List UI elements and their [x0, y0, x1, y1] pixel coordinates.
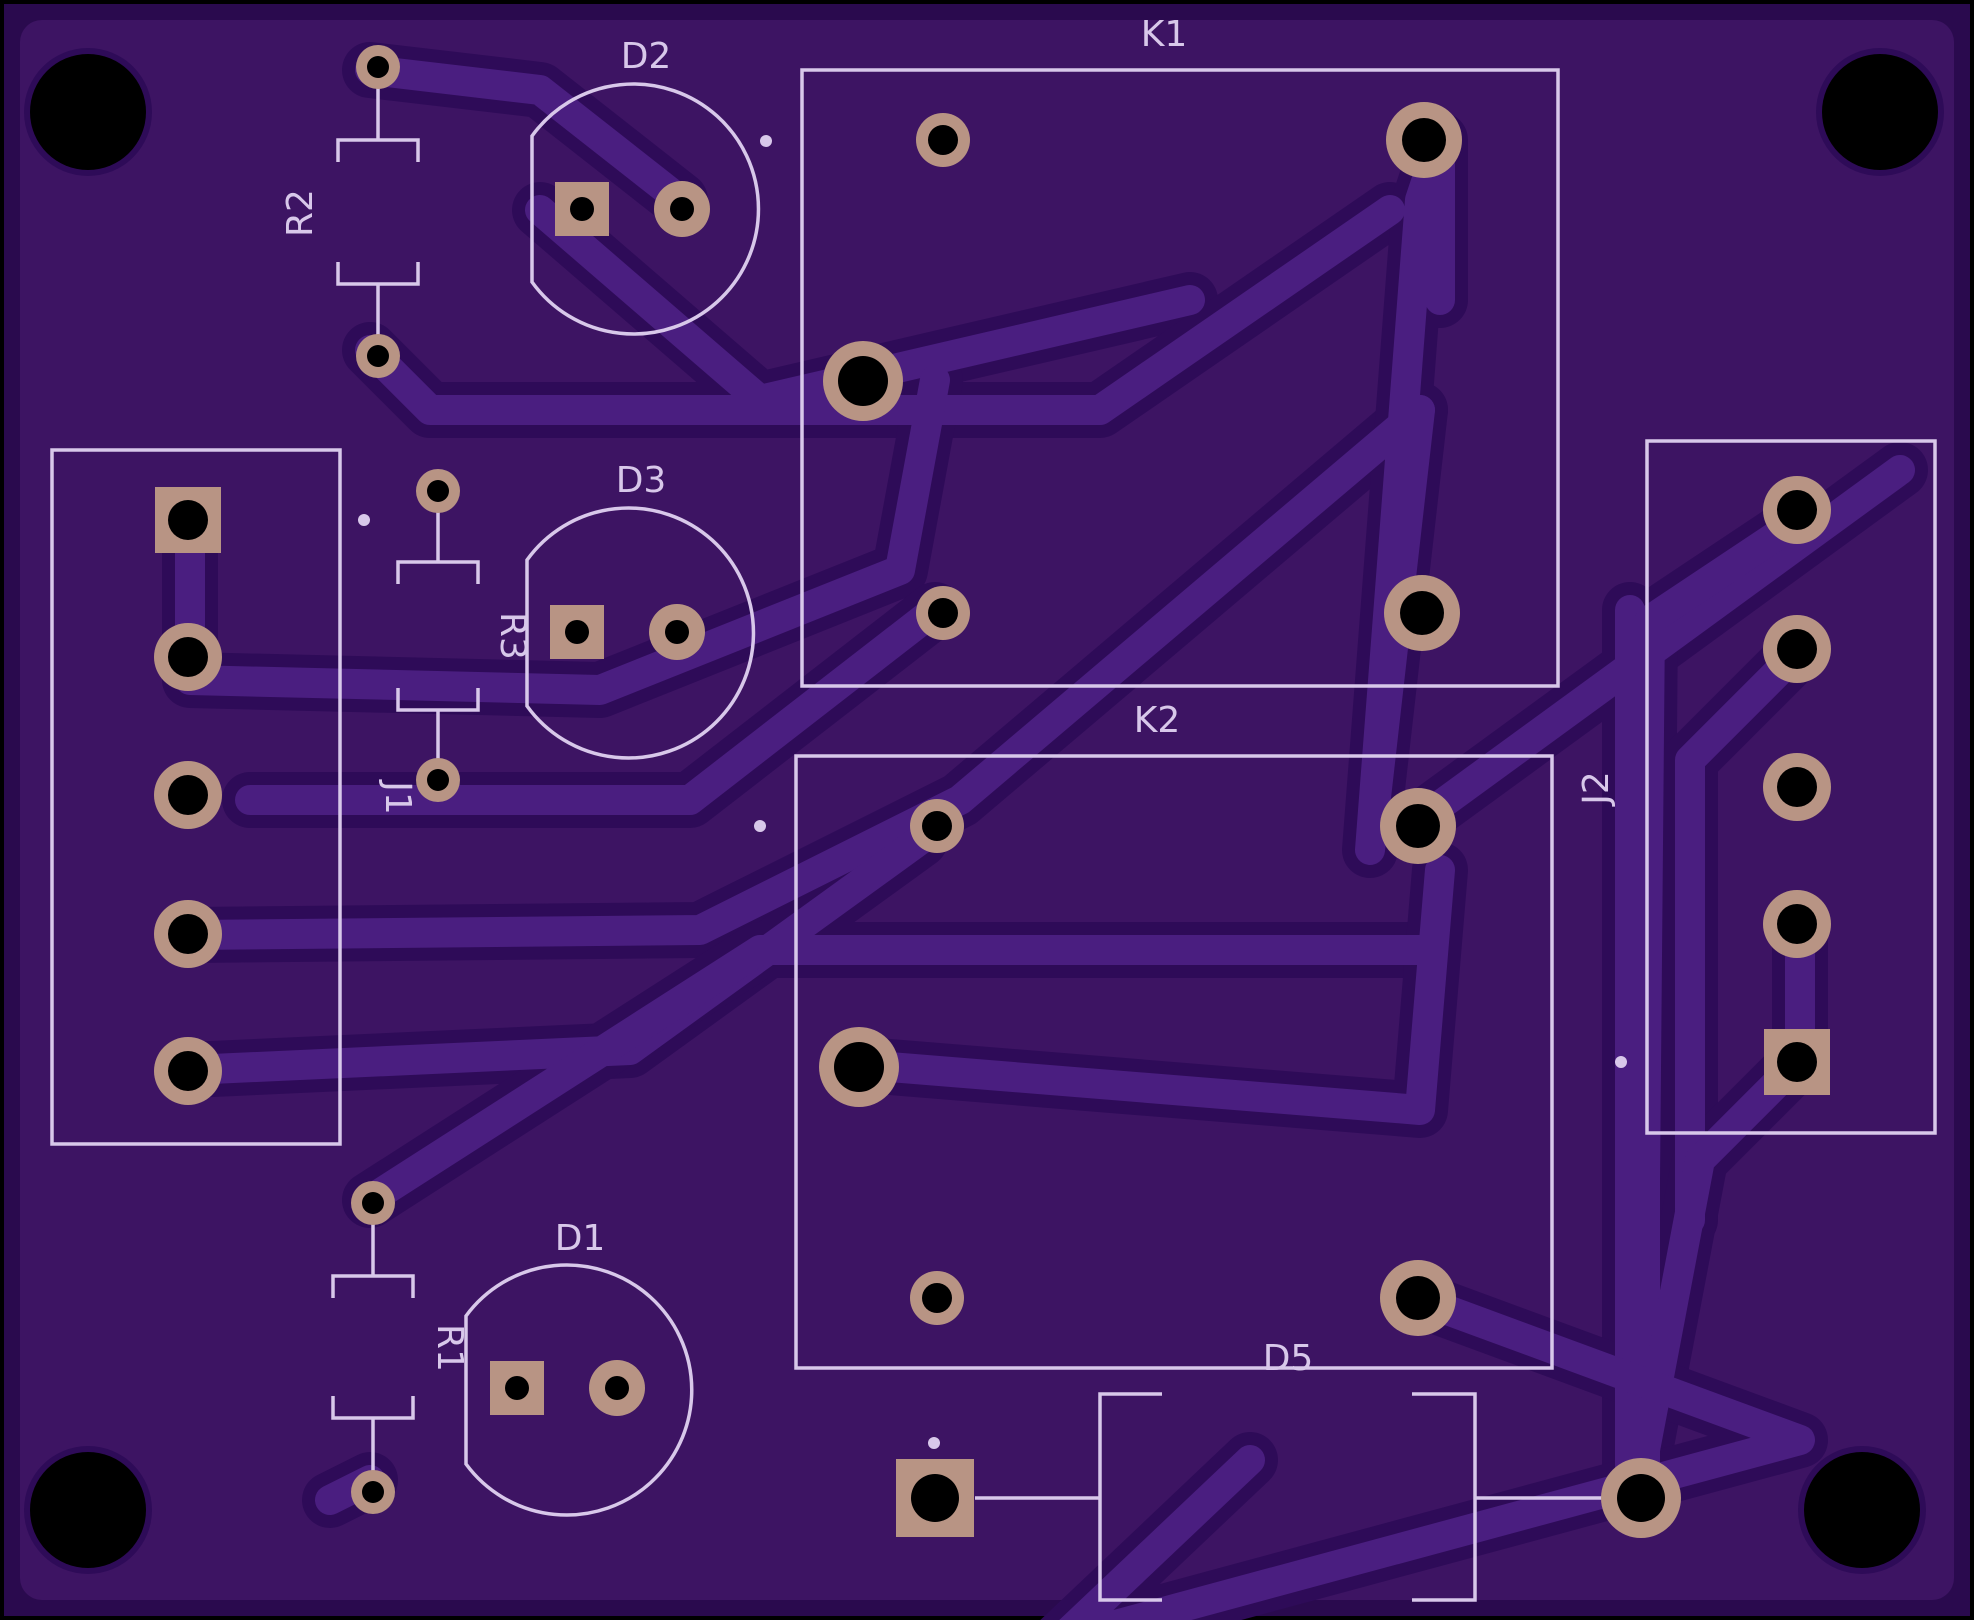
label-d5: D5: [1263, 1338, 1314, 1379]
pin1-marker-j2: [1615, 1056, 1627, 1068]
k1-outline: [800, 68, 1560, 688]
mounting-holes: [24, 48, 1944, 1574]
d3-outline: [525, 506, 756, 760]
r1-outline: [331, 1208, 415, 1488]
pin1-marker-k2: [754, 820, 766, 832]
label-layer: D2 K1 D3 K2 D1 D5 R2 J2 R3 J1 R1: [280, 14, 1617, 1379]
label-d2: D2: [621, 36, 672, 77]
silkscreen-layer: [50, 68, 1937, 1602]
d5-outline: [975, 1392, 1604, 1602]
label-k2: K2: [1134, 700, 1181, 741]
pin1-marker-d5: [928, 1437, 940, 1449]
pin1-marker-j1: [358, 514, 370, 526]
label-r3: R3: [492, 612, 533, 660]
j2-outline: [1645, 439, 1937, 1135]
k2-outline: [794, 754, 1554, 1370]
label-k1: K1: [1141, 14, 1188, 55]
j1-outline: [50, 448, 342, 1146]
label-j1: J1: [377, 779, 418, 815]
label-d3: D3: [616, 460, 667, 501]
label-r2: R2: [280, 189, 321, 237]
d1-outline: [464, 1263, 694, 1517]
label-j2: J2: [1576, 771, 1617, 807]
label-r1: R1: [429, 1324, 470, 1372]
pin1-marker-d2: [760, 135, 772, 147]
label-d1: D1: [555, 1218, 606, 1259]
d2-outline: [530, 82, 761, 336]
pad-layer: [154, 45, 1831, 1538]
